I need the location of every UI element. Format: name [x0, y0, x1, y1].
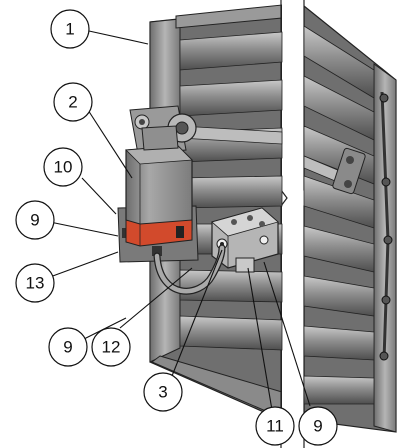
leader-line-12 [119, 267, 193, 329]
leader-line-2 [87, 109, 133, 179]
leader-line-3 [171, 249, 223, 377]
drive-shaft [179, 125, 366, 195]
blade [303, 25, 375, 99]
end-switch-box [211, 207, 279, 273]
callout-11: 11 [255, 406, 295, 446]
leader-line-9a [49, 221, 119, 237]
blade [179, 315, 283, 351]
callout-12: 12 [91, 327, 131, 367]
svg-text:13: 13 [26, 274, 45, 293]
leader-line-1 [88, 30, 149, 45]
svg-text:1: 1 [65, 20, 74, 39]
svg-text:2: 2 [68, 93, 77, 112]
blade [179, 79, 283, 117]
leader-line-11 [247, 267, 273, 411]
callout-9-lower: 9 [48, 327, 88, 367]
svg-text:3: 3 [158, 383, 167, 402]
svg-text:10: 10 [54, 158, 73, 177]
callout-10: 10 [43, 147, 83, 187]
linkage-bar [379, 91, 393, 361]
actuator [125, 125, 193, 256]
blade [303, 275, 375, 317]
blade [179, 31, 283, 71]
blade [303, 325, 375, 361]
svg-text:9: 9 [63, 338, 72, 357]
callout-2: 2 [53, 82, 93, 122]
svg-text:9: 9 [30, 211, 39, 230]
svg-text:11: 11 [266, 417, 284, 436]
blade [303, 375, 375, 405]
blade [303, 225, 375, 273]
svg-text:9: 9 [313, 417, 322, 436]
callouts: 1 2 10 9 13 9 12 3 [15, 9, 338, 446]
svg-text:12: 12 [102, 338, 121, 357]
leader-line-10 [81, 177, 117, 215]
leader-lines [49, 30, 311, 411]
callout-13: 13 [15, 263, 55, 303]
callout-3: 3 [143, 372, 183, 412]
leader-line-9c [263, 261, 311, 407]
callout-9-left: 9 [15, 200, 55, 240]
blade [303, 75, 375, 141]
callout-1: 1 [50, 9, 90, 49]
callout-9-right: 9 [298, 406, 338, 446]
leader-line-13 [49, 251, 119, 278]
blade [179, 269, 283, 303]
blade [179, 175, 283, 209]
